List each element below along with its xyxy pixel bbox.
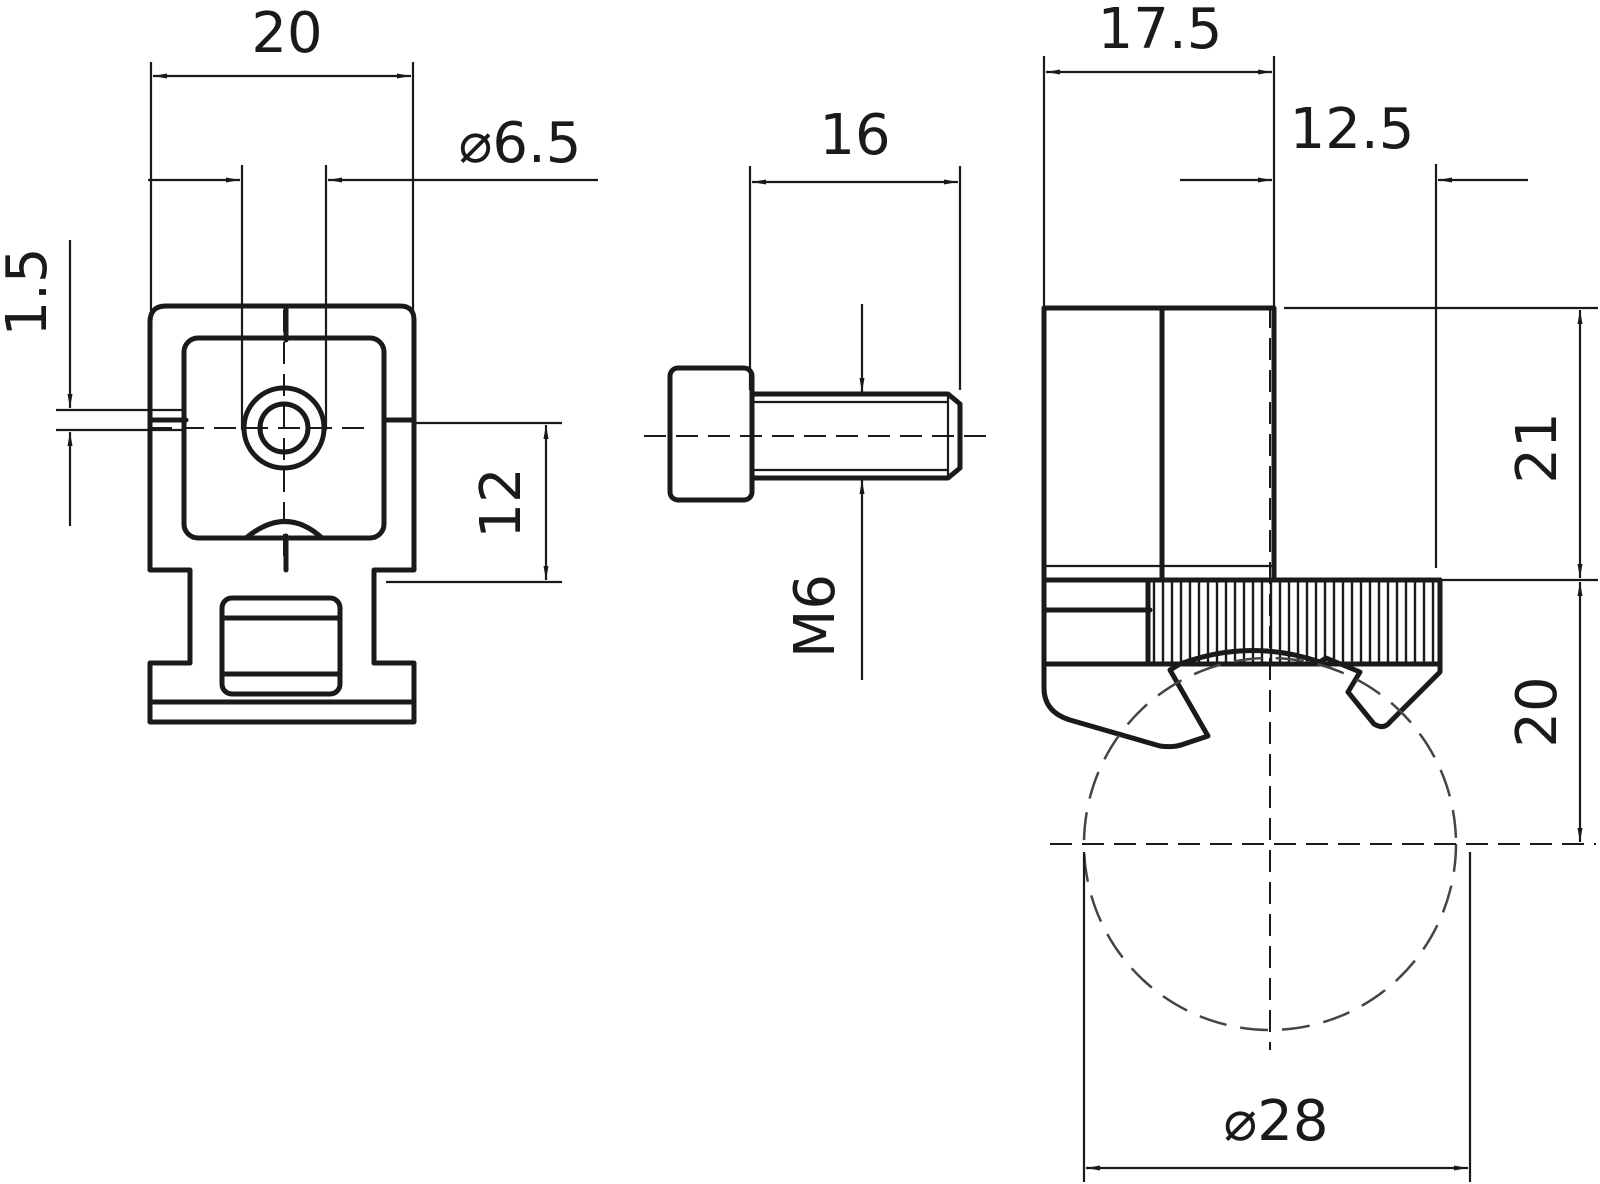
dim-thread: M6 [783,574,848,658]
side-view-dimensions: 17.5 12.5 21 20 ⌀28 [1042,0,1598,1182]
side-view [1041,305,1596,1050]
dim-screw-length: 16 [819,103,890,168]
dim-tube-diameter: ⌀28 [1224,1089,1329,1154]
screw-shank [749,391,963,481]
dim-lower-height: 20 [1505,676,1570,747]
dim-center-height: 12 [469,467,534,538]
dim-slot-gap: 1.5 [0,247,60,336]
dim-top-offset: 17.5 [1098,0,1223,62]
screw-head [667,365,755,503]
dim-upper-height: 21 [1505,412,1570,483]
dim-left-width: 20 [251,1,322,66]
front-view-dimensions: 20 ⌀6.5 1.5 12 [0,1,598,584]
screw-view: 16 M6 [644,103,988,680]
front-view [56,303,417,725]
dim-side-offset: 12.5 [1290,97,1415,162]
side-view-knurl [1145,577,1443,667]
knurl-pattern [1152,582,1435,662]
front-view-tnut [219,595,343,697]
side-view-block [1041,305,1277,583]
front-view-body [147,303,417,725]
dim-hole-diameter: ⌀6.5 [459,111,582,176]
